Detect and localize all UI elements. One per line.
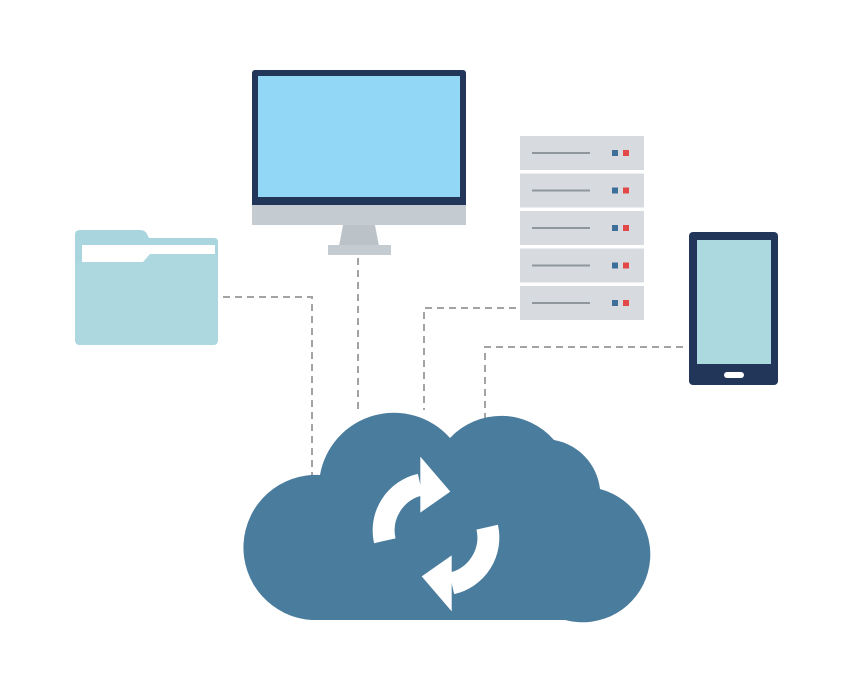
desktop-monitor-icon: [252, 70, 466, 255]
connector-tablet-cloud: [484, 346, 683, 425]
server-led-blue: [612, 262, 618, 269]
server-slot-line: [532, 152, 590, 154]
tablet-icon: [689, 232, 778, 385]
server-led-red: [623, 187, 629, 194]
server-led-blue: [612, 225, 618, 231]
server-led-red: [623, 300, 629, 306]
server-led-red: [623, 225, 629, 231]
sync-arrows-icon: [372, 473, 500, 595]
server-unit: [520, 173, 644, 208]
sync-arrowheads: [420, 456, 452, 612]
server-unit: [520, 136, 644, 170]
cloud-sync-icon: [243, 412, 651, 623]
server-led-blue: [612, 187, 618, 194]
server-unit: [520, 211, 644, 245]
server-led-blue: [612, 300, 618, 306]
server-slot-line: [532, 189, 590, 192]
server-led-red: [623, 150, 629, 156]
connectors: [223, 258, 683, 475]
folder-icon: [75, 230, 218, 345]
cloud-shape: [243, 412, 651, 623]
server-slot-line: [532, 227, 590, 229]
server-unit: [520, 286, 644, 320]
server-rack-icon: [520, 136, 644, 320]
server-led-red: [623, 262, 629, 269]
server-slot-line: [532, 302, 590, 304]
server-slot-line: [532, 264, 590, 267]
connector-server-cloud: [423, 307, 516, 410]
server-unit: [520, 248, 644, 283]
server-led-blue: [612, 150, 618, 156]
connector-folder-cloud: [223, 296, 313, 475]
